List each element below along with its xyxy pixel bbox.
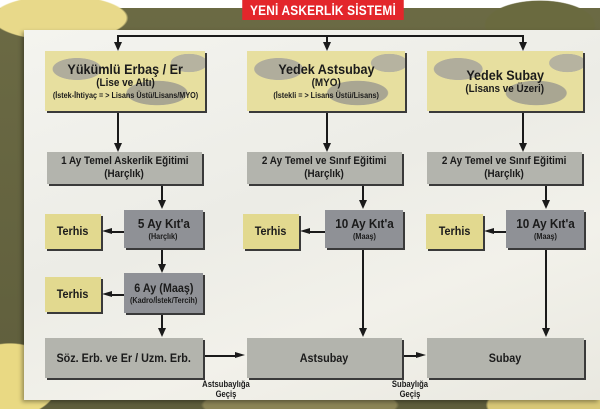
arrow-down-icon [114,143,122,152]
header-reserve-nco: Yedek Astsubay (MYO) (İstekli = > Lisans… [247,51,405,111]
final-nco: Astsubay [247,338,402,378]
arrow-down-icon [519,42,527,51]
connector [326,113,328,145]
training-subtitle: (Harçlık) [104,168,145,180]
top-connector-line [117,35,524,37]
service-reserve-officer: 10 Ay Kıt'a (Maaş) [506,210,584,248]
service-subtitle: (Harçlık) [149,231,178,241]
training-title: 1 Ay Temel Askerlik Eğitimi [60,155,189,167]
header-title: Yedek Subay [466,66,544,83]
service-title: 10 Ay Kıt'a [515,216,575,231]
discharge-box: Terhis [243,214,299,249]
arrow-down-icon [542,328,550,337]
connector [110,294,124,296]
discharge-box: Terhis [426,214,483,249]
header-subtitle: (Lisans ve Üzeri) [465,82,545,95]
connector [522,113,524,145]
arrow-right-icon [235,352,245,358]
header-title: Yedek Astsubay [277,61,375,77]
connector [326,35,328,43]
arrow-down-icon [359,328,367,337]
training-reserve-nco: 2 Ay Temel ve Sınıf Eğitimi (Harçlık) [247,152,402,184]
arrow-down-icon [114,42,122,51]
connector [110,231,124,233]
header-note: (İstek-İhtiyaç = > Lisans Üstü/Lisans/MY… [52,90,198,100]
connector [404,355,418,357]
discharge-label: Terhis [57,287,89,301]
arrow-down-icon [158,328,166,337]
header-subtitle: (Lise ve Altı) [95,77,155,89]
transition-label-line: Subaylığa [391,379,429,389]
header-title: Yükümlü Erbaş / Er [67,61,183,77]
header-note: (İstekli = > Lisans Üstü/Lisans) [273,90,379,100]
training-title: 2 Ay Temel ve Sınıf Eğitimi [262,155,387,167]
service-title: 5 Ay Kıt'a [137,216,190,231]
final-label: Söz. Erb. ve Er / Uzm. Erb. [56,350,192,365]
header-reserve-officer: Yedek Subay (Lisans ve Üzeri) [427,51,583,111]
discharge-label: Terhis [438,224,471,238]
training-subtitle: (Harçlık) [304,168,345,180]
connector [362,250,364,329]
arrow-right-icon [416,352,426,358]
transition-label-line: Geçiş [215,389,237,399]
final-label: Subay [489,350,522,365]
discharge-box: Terhis [45,214,101,249]
arrow-left-icon [300,228,310,234]
arrow-left-icon [484,228,494,234]
final-contract-specialist: Söz. Erb. ve Er / Uzm. Erb. [45,338,203,378]
arrow-down-icon [158,200,166,209]
service-subtitle: (Maaş) [352,231,376,241]
training-conscript: 1 Ay Temel Askerlik Eğitimi (Harçlık) [47,152,202,184]
arrow-down-icon [542,200,550,209]
header-conscript: Yükümlü Erbaş / Er (Lise ve Altı) (İstek… [45,51,205,111]
connector [492,231,506,233]
header-subtitle: (MYO) [311,77,341,89]
connector [545,186,547,202]
connector [308,231,325,233]
training-title: 2 Ay Temel ve Sınıf Eğitimi [442,155,567,167]
discharge-label: Terhis [57,224,89,238]
connector [161,186,163,202]
arrow-down-icon [323,143,331,152]
page-title: YENİ ASKERLİK SİSTEMİ [242,0,404,20]
connector [205,355,237,357]
extension-title: 6 Ay (Maaş) [133,280,194,295]
connector [161,250,163,266]
final-label: Astsubay [300,350,349,365]
connector [117,113,119,145]
arrow-down-icon [519,143,527,152]
discharge-box: Terhis [45,277,101,312]
connector [362,186,364,202]
service-reserve-nco: 10 Ay Kıt'a (Maaş) [325,210,403,248]
transition-label-officer: Subaylığa Geçiş [389,379,432,399]
connector [117,35,119,43]
final-officer: Subay [427,338,584,378]
connector [161,315,163,329]
arrow-down-icon [158,264,166,273]
transition-label-nco: Astsubaylığa Geçiş [201,379,252,399]
training-subtitle: (Harçlık) [484,168,525,180]
extension-conscript: 6 Ay (Maaş) (Kadro/İstek/Tercih) [124,273,203,313]
service-subtitle: (Maaş) [533,231,557,241]
connector [522,35,524,43]
service-conscript: 5 Ay Kıt'a (Harçlık) [124,210,203,248]
arrow-down-icon [323,42,331,51]
discharge-label: Terhis [255,224,287,238]
transition-label-line: Geçiş [399,389,421,399]
connector [545,250,547,329]
arrow-left-icon [102,228,112,234]
arrow-left-icon [102,291,112,297]
arrow-down-icon [359,200,367,209]
extension-subtitle: (Kadro/İstek/Tercih) [129,294,198,305]
training-reserve-officer: 2 Ay Temel ve Sınıf Eğitimi (Harçlık) [427,152,582,184]
service-title: 10 Ay Kıt'a [334,216,394,231]
transition-label-line: Astsubaylığa [202,379,250,389]
